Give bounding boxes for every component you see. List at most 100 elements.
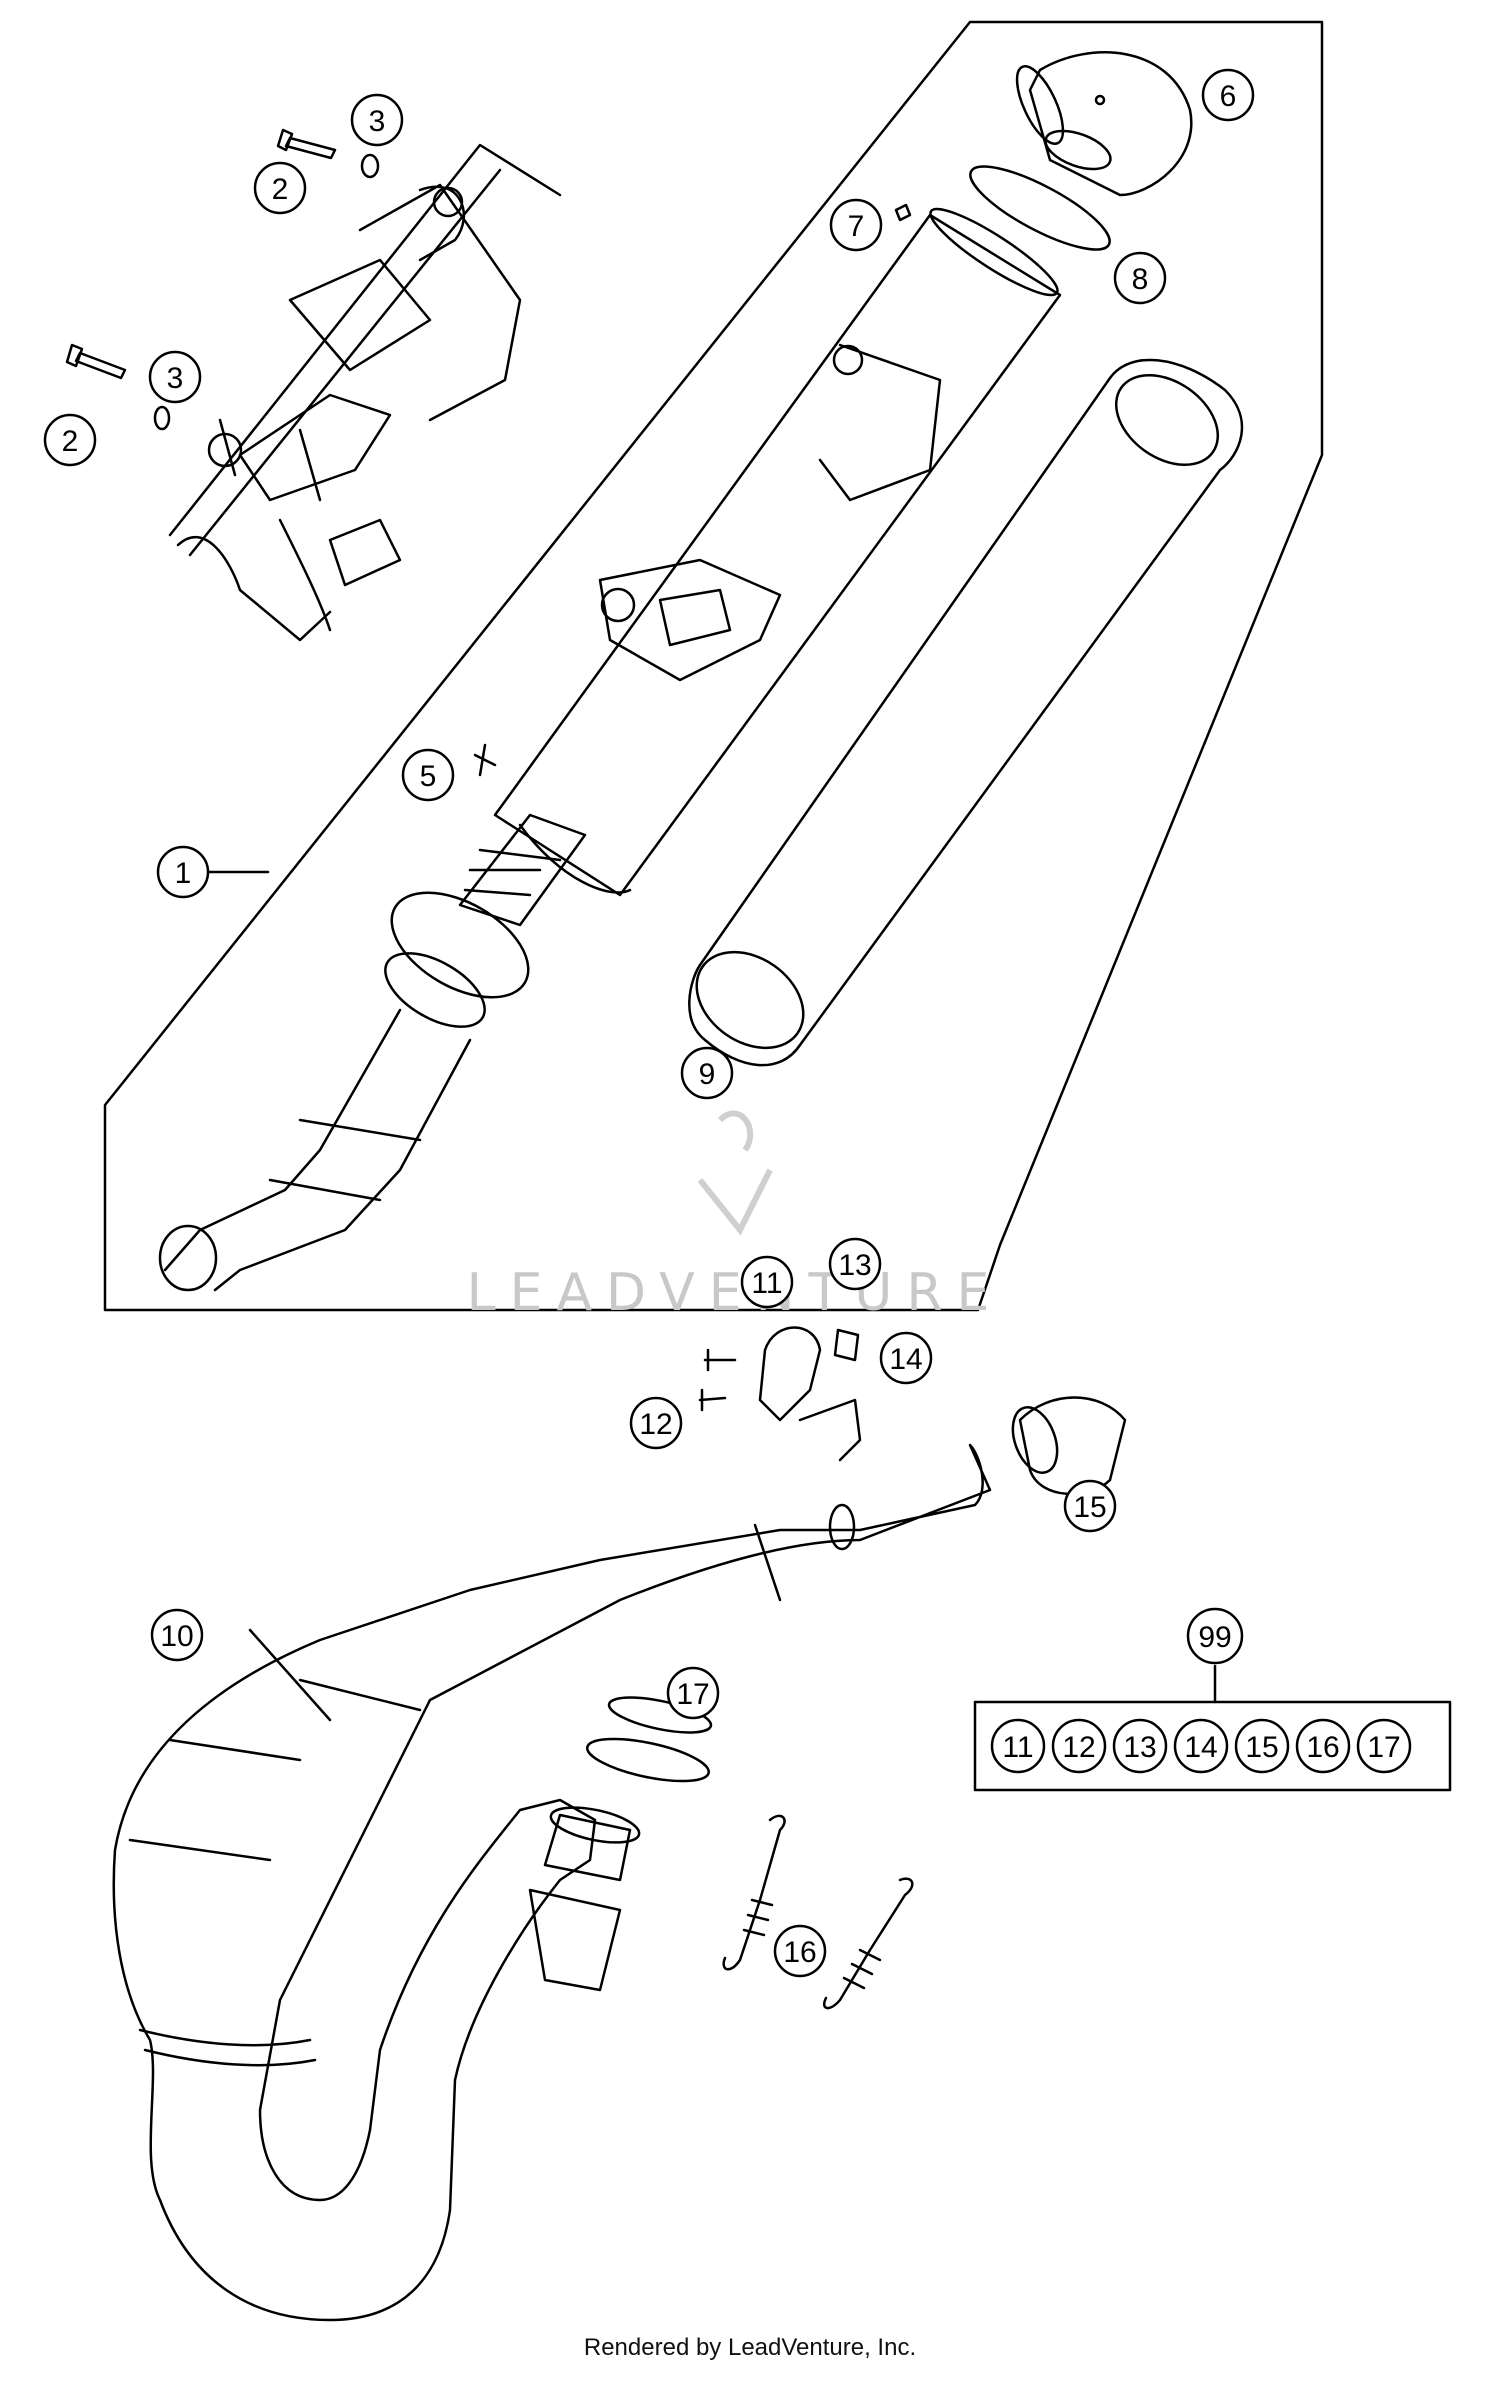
callout-17: 17 — [666, 1666, 720, 1720]
callout-12-label: 12 — [639, 1408, 672, 1441]
kit-item-12-circle — [1051, 1718, 1107, 1774]
callout-3-label: 3 — [167, 362, 184, 395]
gasket-17b — [586, 1737, 710, 1783]
kit-item-16-circle — [1295, 1718, 1351, 1774]
callout-2-label: 2 — [62, 425, 79, 458]
bolt-11 — [703, 1348, 737, 1372]
callout-6-circle — [1201, 68, 1255, 122]
callout-2: 2 — [253, 161, 307, 215]
bolt-12 — [698, 1388, 727, 1412]
callout-5-label: 5 — [420, 760, 437, 793]
callout-3-label: 3 — [369, 105, 386, 138]
callout-3-circle — [148, 350, 202, 404]
callout-11-label: 11 — [751, 1267, 782, 1300]
callout-17-circle — [666, 1666, 720, 1720]
kit-item-17-label: 17 — [1367, 1731, 1400, 1764]
kit-item-15: 15 — [1234, 1718, 1290, 1774]
callout-6: 6 — [1201, 68, 1255, 122]
callout-11-circle — [740, 1255, 794, 1309]
callout-13-circle — [828, 1237, 882, 1291]
callout-16-circle — [773, 1924, 827, 1978]
kit-item-14-circle — [1173, 1718, 1229, 1774]
callout-15-circle — [1063, 1479, 1117, 1533]
callout-3: 3 — [350, 93, 404, 147]
watermark-logo — [697, 1110, 773, 1236]
callout-10-circle — [150, 1608, 204, 1662]
callout-7-label: 7 — [848, 210, 865, 243]
callout-5-circle — [401, 748, 455, 802]
callout-9: 9 — [680, 1046, 734, 1100]
callout-16-label: 16 — [783, 1936, 816, 1969]
washer-upper — [360, 153, 380, 179]
bolt-lower — [65, 343, 127, 380]
callout-15: 15 — [1063, 1479, 1117, 1533]
clip-nut-14 — [833, 1328, 860, 1362]
bolt-upper — [276, 128, 337, 160]
kit-item-17-circle — [1356, 1718, 1412, 1774]
callout-kit-label: 99 — [1198, 1621, 1231, 1654]
callout-1-label: 1 — [175, 857, 192, 890]
spring-a — [722, 1814, 786, 1971]
rivet-5 — [473, 743, 497, 777]
clamp-13 — [758, 1326, 822, 1422]
kit-item-13-label: 13 — [1123, 1731, 1156, 1764]
callout-14-circle — [879, 1331, 933, 1385]
silencer-inlet-pipe — [158, 891, 530, 1292]
washer-lower — [153, 405, 171, 431]
kit-item-15-label: 15 — [1245, 1731, 1278, 1764]
silencer-group-outline — [103, 20, 1324, 1312]
callout-17-label: 17 — [676, 1678, 709, 1711]
callout-12: 12 — [629, 1396, 683, 1450]
callout-10: 10 — [150, 1608, 204, 1662]
perforated-core — [458, 813, 587, 927]
callout-kit: 99 — [1186, 1607, 1244, 1665]
callout-8-circle — [1113, 251, 1167, 305]
kit-item-layer: 11 12 13 14 15 16 17 — [990, 1718, 1412, 1774]
kit-item-13-circle — [1112, 1718, 1168, 1774]
kit-item-14: 14 — [1173, 1718, 1229, 1774]
kit-item-17: 17 — [1356, 1718, 1412, 1774]
kit-item-13: 13 — [1112, 1718, 1168, 1774]
callout-7: 7 — [829, 198, 883, 252]
kit-box — [973, 1700, 1452, 1792]
callout-8: 8 — [1113, 251, 1167, 305]
callout-3: 3 — [148, 350, 202, 404]
callout-10-label: 10 — [160, 1620, 193, 1653]
callout-9-circle — [680, 1046, 734, 1100]
callout-5: 5 — [401, 748, 455, 802]
callout-2-label: 2 — [272, 173, 289, 206]
kit-item-16: 16 — [1295, 1718, 1351, 1774]
callout-kit-circle — [1186, 1607, 1244, 1665]
callout-13: 13 — [828, 1237, 882, 1291]
kit-item-16-label: 16 — [1306, 1731, 1339, 1764]
callout-7-circle — [829, 198, 883, 252]
kit-item-11-label: 11 — [1002, 1731, 1033, 1764]
connector-pipe — [528, 1806, 641, 1992]
end-cap — [1015, 51, 1193, 197]
callout-2: 2 — [43, 413, 97, 467]
callout-1-circle — [156, 845, 210, 899]
callout-3-circle — [350, 93, 404, 147]
spring-b — [823, 1877, 914, 2010]
kit-item-12: 12 — [1051, 1718, 1107, 1774]
callout-16: 16 — [773, 1924, 827, 1978]
silencer-outer-sleeve — [688, 358, 1244, 1067]
gasket-17a — [607, 1696, 713, 1734]
footer-credit: Rendered by LeadVenture, Inc. — [583, 2334, 917, 2361]
callout-14: 14 — [879, 1331, 933, 1385]
expansion-chamber — [112, 1398, 992, 2322]
callout-6-label: 6 — [1220, 80, 1237, 113]
exhaust-seal — [1011, 1396, 1127, 1496]
silencer-body — [493, 207, 1062, 897]
mounting-bracket-detail — [168, 143, 562, 642]
kit-item-12-label: 12 — [1062, 1731, 1095, 1764]
callout-11: 11 — [740, 1255, 794, 1309]
rivet-7 — [894, 203, 912, 222]
callout-8-label: 8 — [1132, 263, 1149, 296]
o-ring — [969, 165, 1111, 251]
callout-2-circle — [43, 413, 97, 467]
callout-1: 1 — [156, 845, 210, 899]
watermark-text: LEADVENTURE — [467, 1263, 1004, 1323]
